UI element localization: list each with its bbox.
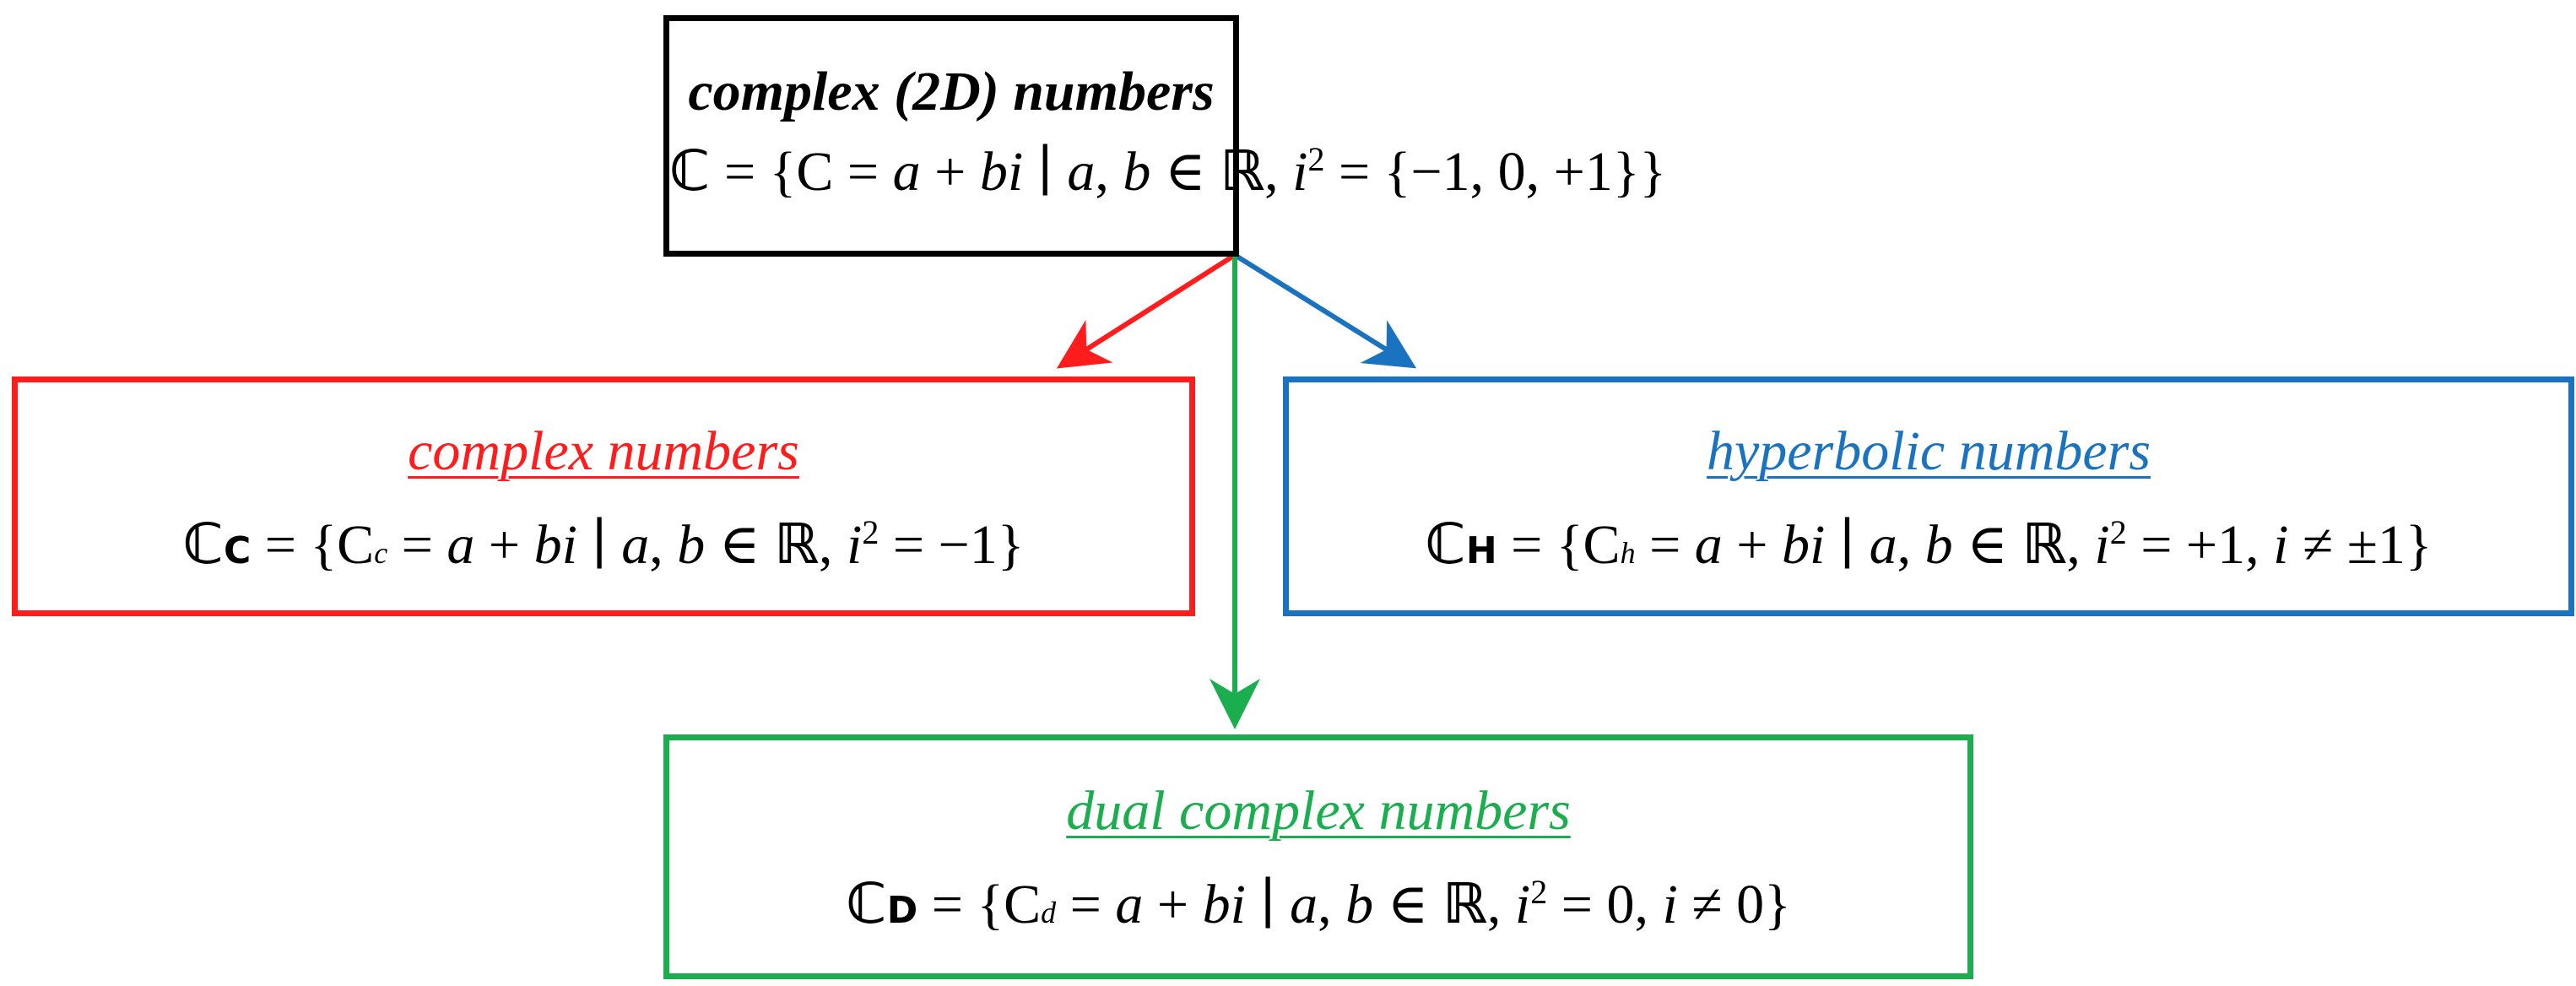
node-title: hyperbolic numbers <box>1706 420 2151 482</box>
node-complex-2d-numbers: complex (2D) numbers ℂ = {C = a + bi ∣ a… <box>663 15 1667 257</box>
node-formula: ℂH = {Ch = a + bi ∣ a, b ∈ ℝ, i2 = +1, i… <box>1425 512 2433 577</box>
node-dual-complex-numbers: dual complex numbers ℂD = {Cd = a + bi ∣… <box>663 734 1973 979</box>
node-hyperbolic-numbers: hyperbolic numbers ℂH = {Ch = a + bi ∣ a… <box>1283 377 2574 616</box>
node-title: complex (2D) numbers <box>688 61 1215 122</box>
node-formula: ℂC = {Cc = a + bi ∣ a, b ∈ ℝ, i2 = −1} <box>182 512 1025 577</box>
node-complex-numbers: complex numbers ℂC = {Cc = a + bi ∣ a, b… <box>12 377 1195 616</box>
node-title: dual complex numbers <box>1066 780 1571 842</box>
node-formula: ℂ = {C = a + bi ∣ a, b ∈ ℝ, i2 = {−1, 0,… <box>669 138 1667 203</box>
node-formula: ℂD = {Cd = a + bi ∣ a, b ∈ ℝ, i2 = 0, i … <box>846 871 1791 936</box>
edge-top-to-hyperbolic <box>1236 254 1417 369</box>
edge-top-to-complex <box>1056 254 1234 369</box>
node-title: complex numbers <box>408 420 799 482</box>
